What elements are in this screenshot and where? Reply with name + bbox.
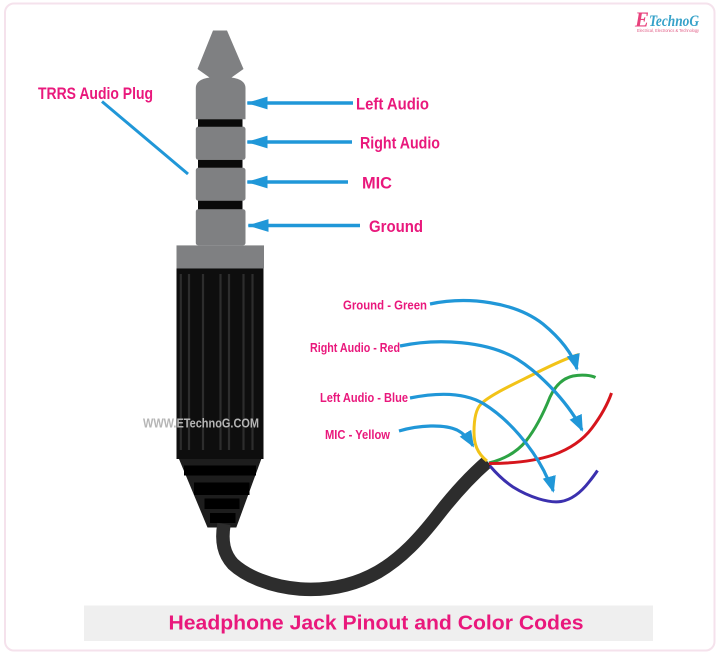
- svg-text:E: E: [634, 8, 649, 32]
- svg-text:TechnoG: TechnoG: [649, 13, 699, 30]
- svg-text:MIC - Yellow: MIC - Yellow: [325, 427, 391, 442]
- svg-text:MIC: MIC: [362, 175, 392, 193]
- svg-text:WWW.ETechnoG.COM: WWW.ETechnoG.COM: [143, 417, 259, 431]
- svg-text:Ground - Green: Ground - Green: [343, 298, 427, 313]
- svg-text:Left Audio - Blue: Left Audio - Blue: [320, 390, 408, 405]
- svg-text:TRRS Audio Plug: TRRS Audio Plug: [38, 85, 153, 103]
- svg-text:Headphone Jack Pinout and Colo: Headphone Jack Pinout and Color Codes: [169, 613, 584, 635]
- svg-text:Ground: Ground: [369, 218, 423, 236]
- svg-text:Left Audio: Left Audio: [356, 96, 429, 114]
- svg-text:Right Audio: Right Audio: [360, 135, 440, 153]
- svg-text:Electrical, Electronics & Tech: Electrical, Electronics & Technology: [637, 28, 700, 33]
- svg-text:Right Audio - Red: Right Audio - Red: [310, 340, 400, 355]
